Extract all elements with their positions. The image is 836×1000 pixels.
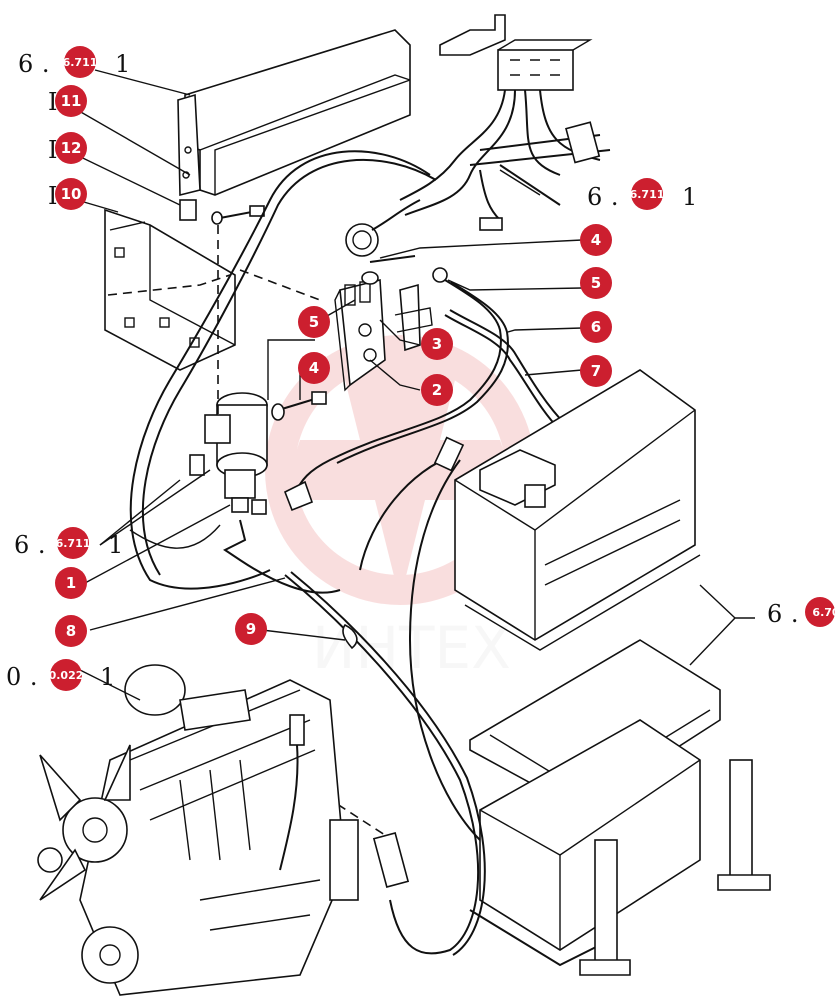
ref-prefix: 6 . <box>14 531 46 559</box>
svg-text:8: 8 <box>66 622 76 640</box>
svg-text:I: I <box>48 182 58 210</box>
callout-10: I 10 <box>48 178 87 210</box>
svg-text:12: 12 <box>61 139 82 157</box>
ref-suffix: 1 <box>108 531 124 559</box>
ref-prefix: 6 . <box>587 183 619 211</box>
callout-5-right: 5 <box>580 267 612 299</box>
svg-text:I: I <box>48 88 58 116</box>
ref-badge-text: 6.711 <box>630 188 665 201</box>
callout-1: 1 <box>55 567 87 599</box>
svg-text:3: 3 <box>432 335 442 353</box>
callout-2: 2 <box>421 374 453 406</box>
wiring-harness <box>345 14 611 257</box>
ref-badge-text: 0.022 <box>49 669 84 682</box>
callout-4-top: 4 <box>580 224 612 256</box>
ref-badge-text: 6.711 <box>56 537 91 550</box>
bolt-small <box>179 199 265 225</box>
ref-badge-text: 6.711 <box>63 56 98 69</box>
ref-label-battery: 6 . 6.70 <box>767 597 836 628</box>
svg-text:11: 11 <box>61 92 82 110</box>
battery-cables <box>283 267 594 512</box>
ref-label-engine: 0 . 0.022 1 <box>6 659 116 691</box>
ref-label-top-left: 6 . 6.711 1 <box>18 46 131 78</box>
svg-text:I: I <box>48 136 58 164</box>
callout-4-left: 4 <box>298 352 330 384</box>
svg-text:5: 5 <box>309 313 319 331</box>
ref-prefix: 6 . <box>18 50 50 78</box>
ref-prefix: 0 . <box>6 663 38 691</box>
ref-label-harness: 6 . 6.711 1 <box>587 178 698 211</box>
svg-text:5: 5 <box>591 274 601 292</box>
callout-8: 8 <box>55 615 87 647</box>
relay-bracket <box>104 208 236 371</box>
callout-7: 7 <box>580 355 612 387</box>
ref-suffix: 1 <box>100 663 116 691</box>
battery-posts <box>579 759 771 976</box>
callout-5-left: 5 <box>298 306 330 338</box>
ground-cable <box>284 436 486 956</box>
ref-suffix: 1 <box>115 50 131 78</box>
ref-suffix: 1 <box>682 183 698 211</box>
callout-6: 6 <box>580 311 612 343</box>
ref-badge <box>805 597 835 627</box>
battery-upper <box>454 369 701 651</box>
svg-text:4: 4 <box>309 359 319 377</box>
ref-badge <box>50 659 82 691</box>
callout-3: 3 <box>421 328 453 360</box>
svg-text:2: 2 <box>432 381 442 399</box>
ref-badge-text: 6.70 <box>812 606 836 619</box>
engine <box>37 664 359 996</box>
cable-loops <box>129 150 437 590</box>
callout-12: I 12 <box>48 132 87 164</box>
ref-label-left-mid: 6 . 6.711 1 <box>14 527 124 559</box>
mounting-rail <box>177 29 411 197</box>
relay-module <box>334 255 433 392</box>
svg-text:9: 9 <box>246 620 256 638</box>
callout-11: I 11 <box>48 85 87 117</box>
battery-tray <box>469 639 721 967</box>
leader-lines <box>59 69 755 701</box>
watermark-logo: ИНТЕХ <box>265 335 535 682</box>
callout-9: 9 <box>235 613 267 645</box>
ref-prefix: 6 . <box>767 600 799 628</box>
ref-badge <box>57 527 89 559</box>
svg-text:1: 1 <box>66 574 76 592</box>
svg-text:7: 7 <box>591 362 601 380</box>
ref-badge <box>631 178 663 210</box>
ref-badge <box>64 46 96 78</box>
svg-text:10: 10 <box>61 185 82 203</box>
svg-text:6: 6 <box>591 318 601 336</box>
svg-text:4: 4 <box>591 231 601 249</box>
